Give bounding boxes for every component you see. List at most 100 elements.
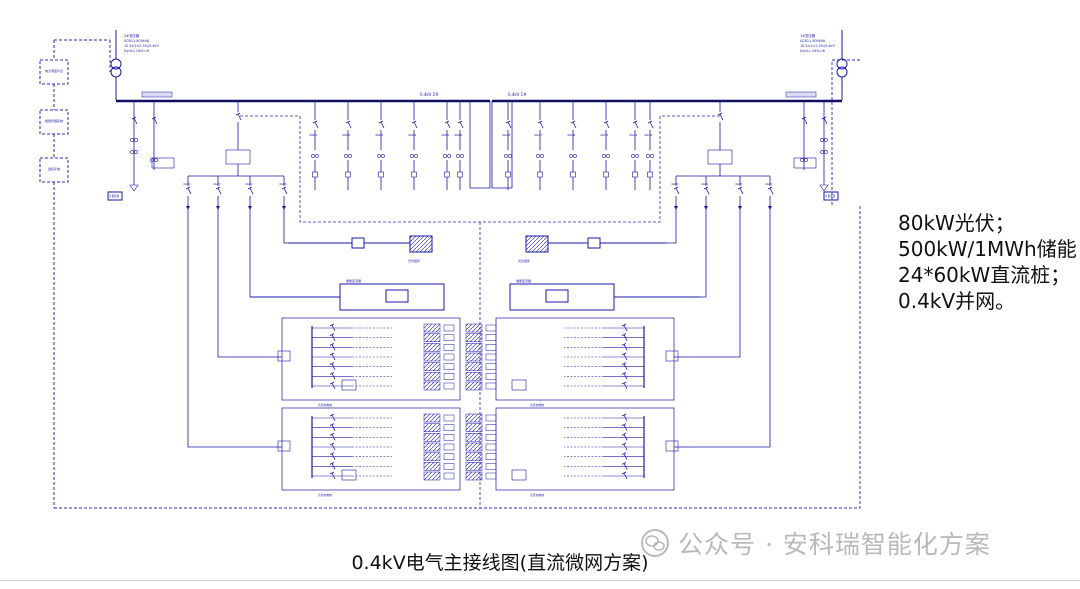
left-branch-set: 4GE2 4GE3 4GE4 4GE5 [183,101,288,210]
pv-block-left: 光伏组件 [288,235,433,263]
bus-left-label: 0.4kV 2# [420,92,439,97]
busbars: 0.4kV 2# 0.4kV 1# [116,91,842,189]
feeder-4GA8: 4GA8 [502,101,512,190]
feeder-group: 4GB1 4GB2 4GB3 4GB4 4GB5 4GB6 4GA8 4GA7 4GA6 4GA5… [309,101,654,190]
pcs-left-label: 储能变流器 [346,278,361,283]
control-box-2-label: 能量管理系统 [45,118,63,123]
transformer-right: 1#变压器 SCB11-800kVA 10.5±2×2.5%/0.4kV Dyn… [800,30,848,100]
branch-group: 4GE2 4GE3 4GE4 4GE5 4GF5 4GF4 4GF3 4GF2 [183,101,774,448]
charger-cabinet-right-upper: 直流充电桩 [423,317,679,407]
transformer-right-spec-2: 10.5±2×2.5%/0.4kV [800,44,836,48]
branch-label-4GE2: 4GE2 [183,182,191,186]
capacity-notes: 80kW光伏； 500kW/1MWh储能 24*60kW直流桩； 0.4kV并网… [898,210,1078,314]
note-grid: 0.4kV并网。 [898,289,1016,313]
meter-right-label: 计量装置 [825,194,836,198]
feeder-label-4GA6: 4GA6 [567,133,575,137]
transformer-right-name: 1#变压器 [800,33,816,38]
charger-cabinet-label-right-upper: 直流充电桩 [530,403,544,407]
feeder-label-4GA5: 4GA5 [600,133,608,137]
bottom-rule [0,580,1080,581]
branch-label-4GF4: 4GF4 [701,182,709,186]
feeder-label-4GB3: 4GB3 [375,133,383,137]
branch-label-4GE3: 4GE3 [213,182,221,186]
figure-caption: 0.4kV电气主接线图(直流微网方案) [351,552,649,574]
branch-4GE5: 4GE5 [279,176,288,210]
branch-label-4GF2: 4GF2 [765,182,773,186]
transformer-right-spec-3: Dyn11 Uk%=6 [800,49,825,53]
transformer-left-spec-1: SCB11-800kVA [124,39,150,43]
feeder-label-4GA3: 4GA3 [644,133,652,137]
pcs-block-right: 储能变流器 [509,278,700,311]
right-branch-set: 4GF5 4GF4 4GF3 4GF2 [671,101,774,210]
feeder-label-4GB1: 4GB1 [309,133,317,137]
feeder-4GB1: 4GB1 [309,101,319,190]
feeder-label-4GA7: 4GA7 [534,133,542,137]
transformer-left-name: 2#变压器 [124,33,140,38]
right-incomer [793,101,829,192]
feeder-4GB5: 4GB5 [441,101,451,190]
feeder-label-4GB4: 4GB4 [408,133,416,137]
watermark-text: 公众号 · 安科瑞智能化方案 [678,530,991,559]
bus-right-label: 0.4kV 1# [508,92,527,97]
pv-block-right: 光伏组件 [518,235,666,263]
wechat-icon [641,529,669,557]
note-chargers: 24*60kW直流桩； [898,263,1071,287]
feeder-4GB6: 4GB6 [454,101,464,190]
feeder-4GB3: 4GB3 [375,101,385,190]
incomer-group [129,101,829,192]
pv-panel-right-icon [525,235,549,253]
watermark: 公众号 · 安科瑞智能化方案 [640,526,991,560]
charger-cabinet-left-lower: 直流充电桩 [277,407,497,497]
branch-4GE3: 4GE3 [213,176,222,210]
charger-cabinet-left-upper: 直流充电桩 [277,317,497,407]
dashed-links [240,115,720,508]
transformer-left: 2#变压器 SCB11-800kVA 10.5±2×2.5%/0.4kV Dyn… [110,30,160,100]
charger-cabinet-label-right-lower: 直流充电桩 [530,493,544,497]
feeder-4GA7: 4GA7 [534,101,544,190]
control-boxes: 电力调度平台 能量管理系统 监控系统 [39,40,69,508]
branch-4GF3: 4GF3 [735,176,744,210]
pcs-block-left: 储能变流器 [250,278,445,311]
meter-left-label: 计量装置 [109,194,120,198]
branch-label-4GE4: 4GE4 [245,182,253,186]
meter-left: 计量装置 [107,191,123,201]
communication-frame [54,39,861,509]
feeder-4GA5: 4GA5 [600,101,610,190]
note-storage: 500kW/1MWh储能 [898,237,1077,261]
branch-4GF4: 4GF4 [701,176,710,210]
pcs-right-label: 储能变流器 [516,278,531,283]
branch-label-4GF3: 4GF3 [735,182,743,186]
pv-panel-left-icon [409,235,433,253]
feeder-4GA6: 4GA6 [567,101,577,190]
branch-label-4GE5: 4GE5 [279,182,287,186]
branch-4GF5: 4GF5 [671,176,680,210]
charger-cabinet-label-left-upper: 直流充电桩 [318,403,332,407]
pv-left-label: 光伏组件 [408,258,420,263]
branch-4GE2: 4GE2 [183,176,192,210]
transformer-right-spec-1: SCB11-800kVA [800,39,826,43]
feeder-label-4GB2: 4GB2 [342,133,350,137]
control-box-3-label: 监控系统 [48,166,60,171]
transformer-left-spec-2: 10.5±2×2.5%/0.4kV [124,44,160,48]
note-pv: 80kW光伏； [898,211,1015,235]
feeder-label-4GA8: 4GA8 [502,133,510,137]
feeder-4GB2: 4GB2 [342,101,352,190]
branch-4GF2: 4GF2 [765,176,774,210]
feeder-4GA4: 4GA4 [629,101,639,190]
feeder-label-4GB6: 4GB6 [454,133,462,137]
feeder-label-4GA4: 4GA4 [629,133,637,137]
pv-right-label: 光伏组件 [518,258,530,263]
meter-right: 计量装置 [823,191,839,201]
charger-cabinet-label-left-lower: 直流充电桩 [318,493,332,497]
branch-4GE4: 4GE4 [245,176,254,210]
charger-cabinet-right-lower: 直流充电桩 [423,407,679,497]
bus-tie [469,101,491,189]
feeder-4GA3: 4GA3 [644,101,654,190]
transformer-left-spec-3: Dyn11 Uk%=6 [124,49,149,53]
feeder-label-4GB5: 4GB5 [441,133,449,137]
left-incomer [129,101,175,192]
control-box-1-label: 电力调度平台 [45,68,63,73]
